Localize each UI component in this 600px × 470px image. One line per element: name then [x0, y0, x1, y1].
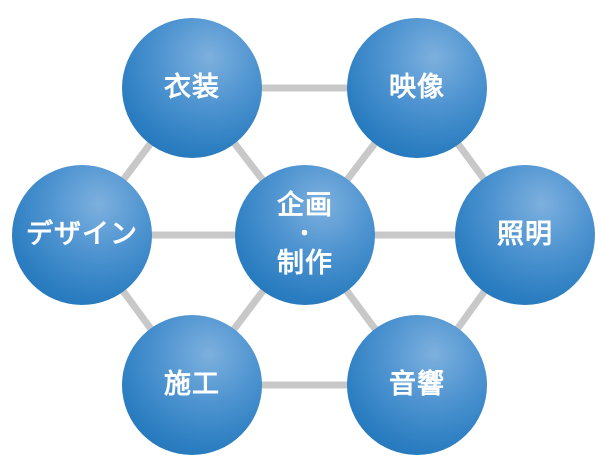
node-center-label-dot: ・: [293, 221, 317, 247]
node-sound: 音響: [347, 315, 487, 455]
node-design: デザイン: [12, 165, 152, 305]
node-lighting-label: 照明: [497, 219, 553, 251]
node-design-label: デザイン: [26, 219, 138, 251]
node-planning-production: 企画 ・ 制作: [235, 165, 375, 305]
node-costume: 衣装: [122, 18, 262, 158]
node-construction-label: 施工: [164, 369, 220, 401]
node-video-label: 映像: [389, 72, 445, 104]
node-costume-label: 衣装: [164, 72, 220, 104]
node-construction: 施工: [122, 315, 262, 455]
node-center-label-line1: 企画: [277, 190, 333, 222]
node-sound-label: 音響: [389, 369, 445, 401]
node-center-label-line2: 制作: [277, 248, 333, 280]
node-lighting: 照明: [455, 165, 595, 305]
node-video: 映像: [347, 18, 487, 158]
